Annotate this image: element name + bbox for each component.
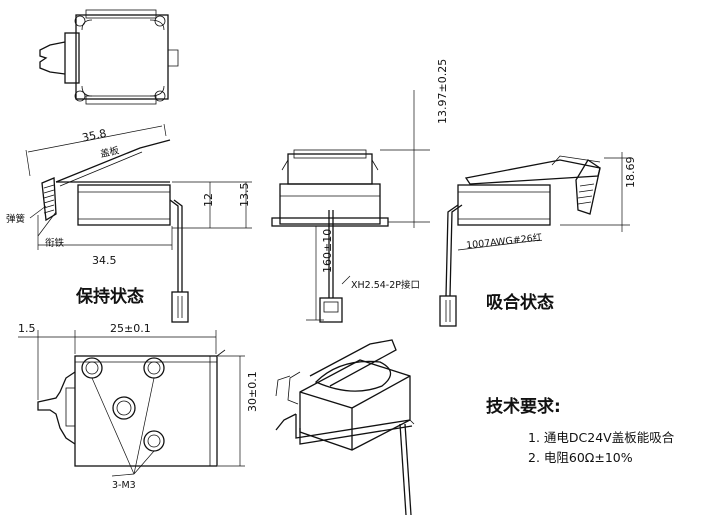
label-armature: 衔铁 — [45, 237, 65, 249]
dim-12: 12 — [202, 193, 215, 207]
holding-side-view — [41, 139, 189, 323]
dim-18-69: 18.69 — [624, 157, 637, 189]
bottom-view — [37, 349, 226, 467]
dim-35-8: 35.8 — [81, 127, 108, 145]
label-holes: 3-M3 — [112, 480, 136, 491]
top-view — [39, 9, 179, 105]
holding-state-title: 保持状态 — [75, 286, 144, 307]
front-dimension-lines — [306, 90, 430, 321]
dim-160: 160±10 — [321, 229, 334, 273]
dim-13-5: 13.5 — [238, 183, 251, 208]
requirement-item-1: 1. 通电DC24V盖板能吸合 — [528, 430, 675, 445]
suction-dimension-lines — [457, 152, 630, 251]
dim-1-5: 1.5 — [18, 322, 36, 335]
technical-requirements: 技术要求: 1. 通电DC24V盖板能吸合 2. 电阻60Ω±10% — [486, 396, 675, 465]
label-cover-plate: 盖板 — [99, 144, 121, 160]
holding-dimension-lines — [25, 123, 252, 250]
dim-30: 30±0.1 — [246, 371, 259, 412]
dim-25: 25±0.1 — [110, 322, 151, 335]
suction-state-title: 吸合状态 — [486, 292, 554, 313]
front-view — [271, 149, 389, 323]
label-spring: 弹簧 — [6, 213, 26, 225]
dim-13-97: 13.97±0.25 — [436, 59, 449, 124]
requirements-title: 技术要求: — [486, 396, 561, 417]
requirement-item-2: 2. 电阻60Ω±10% — [528, 450, 633, 465]
bottom-dimension-lines — [18, 330, 245, 477]
label-wire: 1007AWG#26红 — [465, 231, 543, 251]
label-connector: XH2.54-2P接口 — [351, 279, 420, 291]
suction-side-view — [439, 155, 601, 327]
isometric-view — [275, 339, 415, 516]
dim-34-5: 34.5 — [92, 254, 117, 267]
